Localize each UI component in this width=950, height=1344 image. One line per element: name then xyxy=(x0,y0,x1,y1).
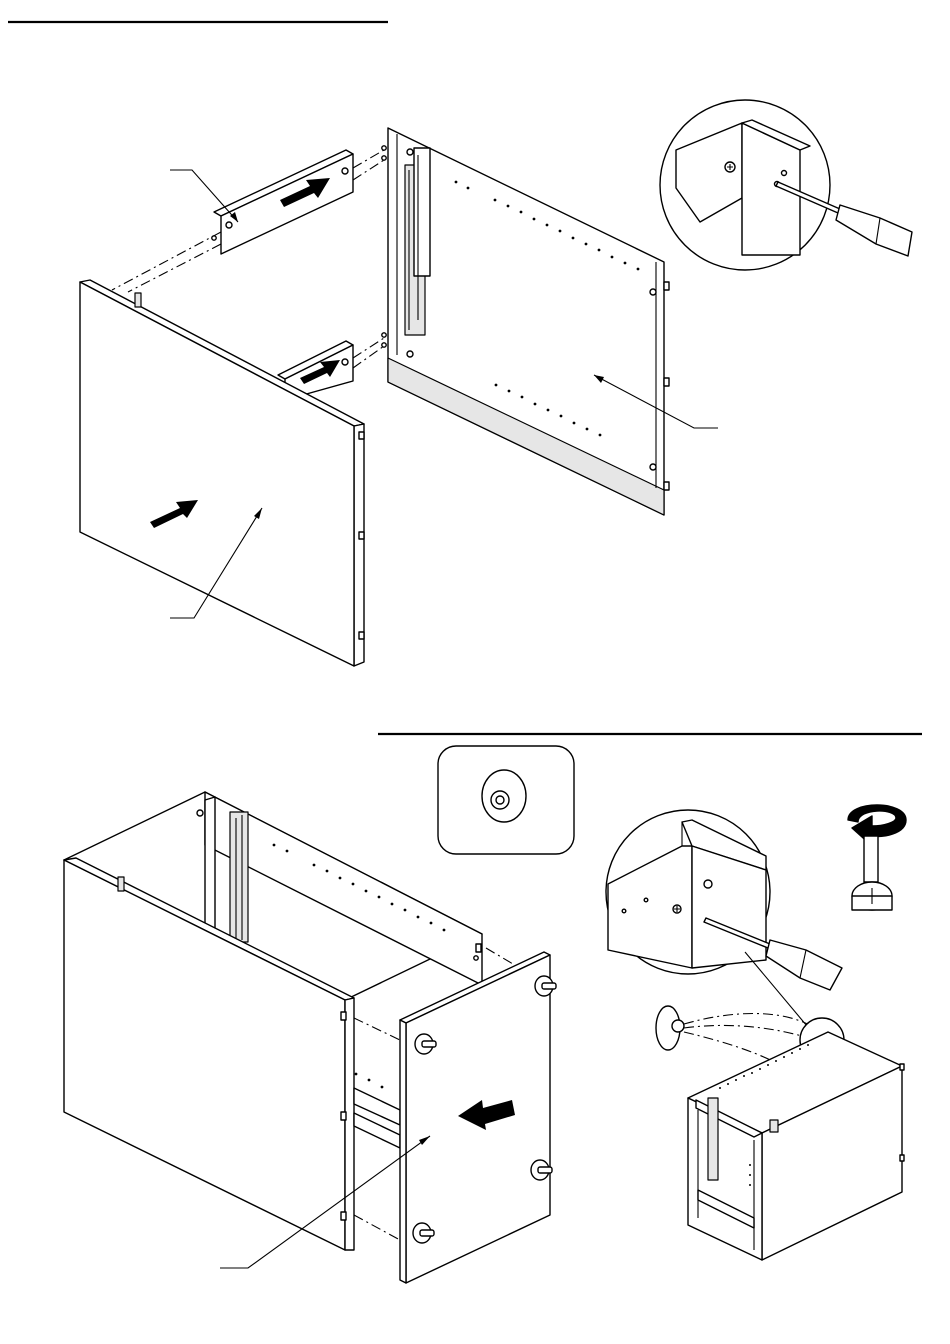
step-2 xyxy=(64,734,922,1283)
detail-screwdriver xyxy=(606,810,842,1032)
back-panel xyxy=(382,128,669,515)
step-1 xyxy=(8,22,912,666)
detail-cam-screw xyxy=(660,100,912,270)
side-panel xyxy=(80,280,364,666)
rotate-clockwise-icon xyxy=(848,805,906,910)
assembled-cabinet xyxy=(688,1032,904,1260)
detail-cam-cap xyxy=(438,746,574,854)
upper-rail xyxy=(112,150,384,292)
